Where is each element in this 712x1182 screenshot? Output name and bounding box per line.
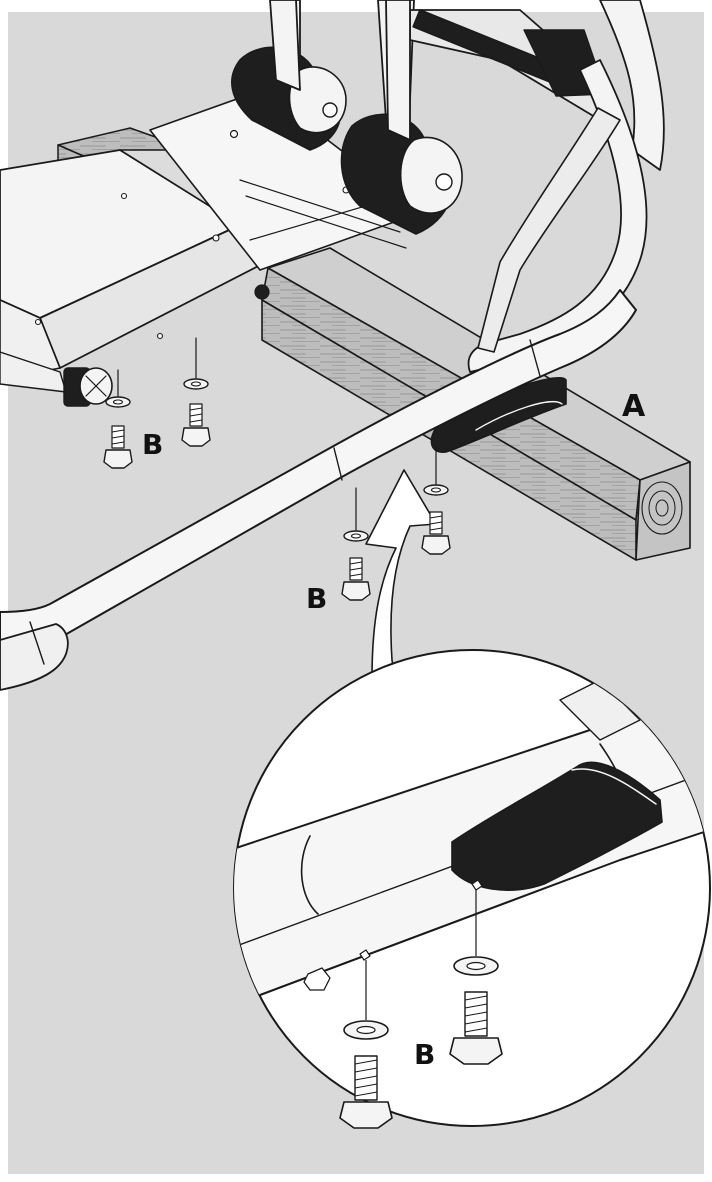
left-rail bbox=[0, 89, 423, 381]
bolt-set-front-2 bbox=[421, 445, 451, 555]
label-bolt-b-detail: B bbox=[414, 1038, 435, 1071]
pivot-block-rear bbox=[231, 46, 347, 151]
bolt-set-front-1 bbox=[341, 487, 371, 601]
label-bolt-b-left: B bbox=[142, 428, 163, 461]
detail-bolt-set-1 bbox=[339, 960, 393, 1129]
handle-tube-inner bbox=[477, 107, 621, 353]
detail-bolt-set-2 bbox=[449, 890, 503, 1065]
front-stabilizer-tube bbox=[0, 289, 637, 691]
bolt-set-left-1 bbox=[103, 369, 133, 469]
bolt-set-left-2 bbox=[181, 337, 211, 447]
pivot-block-front bbox=[340, 113, 463, 235]
label-bolt-b-front: B bbox=[306, 582, 327, 615]
handle-tube-outer bbox=[467, 59, 648, 373]
pedal-arms bbox=[269, 0, 411, 141]
label-part-a: A bbox=[622, 389, 646, 424]
leveler-knob bbox=[0, 284, 270, 407]
top-frame-strip bbox=[8, 0, 698, 12]
main-illustration bbox=[0, 0, 691, 691]
detail-magnifier bbox=[233, 649, 711, 1129]
